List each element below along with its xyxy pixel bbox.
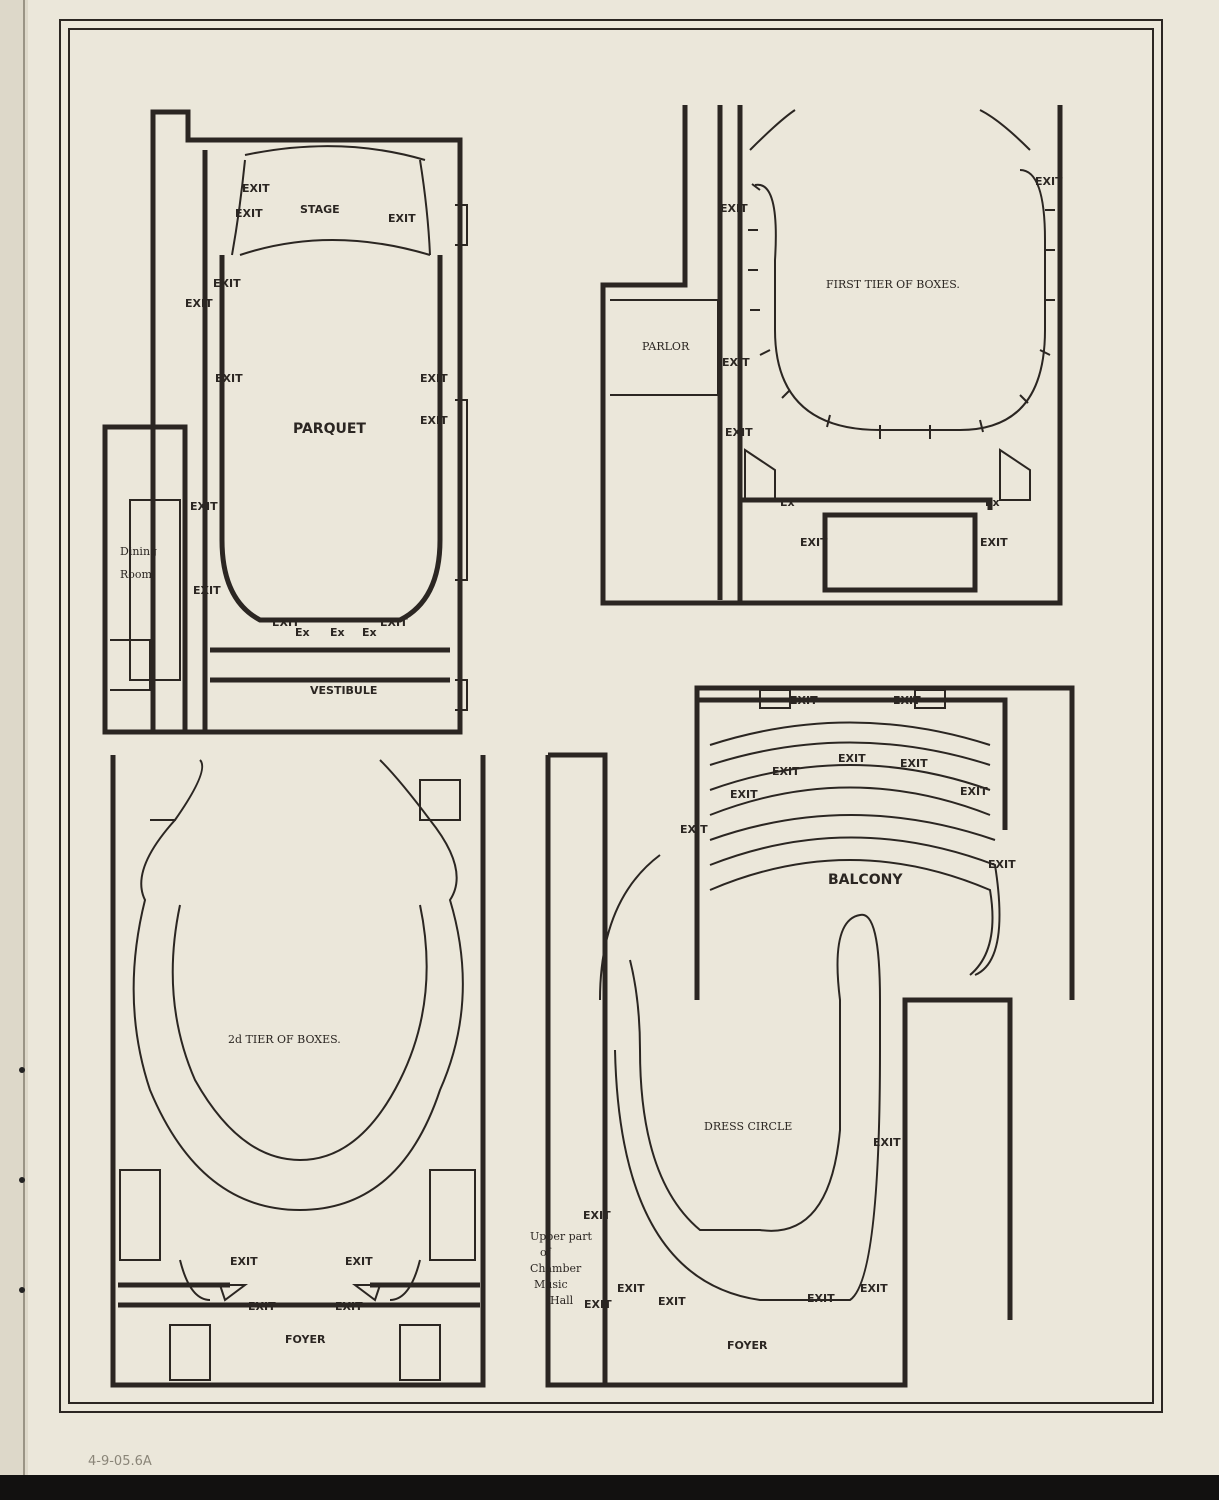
svg-text:EXIT: EXIT [420,414,448,427]
inner-border [68,28,1154,1404]
svg-text:EXIT: EXIT [190,500,218,513]
svg-text:EXIT: EXIT [893,694,921,707]
svg-text:EXIT: EXIT [617,1282,645,1295]
svg-text:EXIT: EXIT [725,426,753,439]
svg-text:EXIT: EXIT [658,1295,686,1308]
svg-text:EXIT: EXIT [420,372,448,385]
svg-text:EXIT: EXIT [215,372,243,385]
svg-text:EXIT: EXIT [900,757,928,770]
balcony-label: BALCONY [828,872,903,888]
svg-text:EXIT: EXIT [583,1209,611,1222]
svg-text:EXIT: EXIT [838,752,866,765]
svg-text:EXIT: EXIT [720,202,748,215]
svg-text:EXIT: EXIT [248,1300,276,1313]
svg-text:Music: Music [534,1278,568,1291]
vestibule-label: VESTIBULE [310,684,377,697]
svg-text:EXIT: EXIT [988,858,1016,871]
parquet-label: PARQUET [293,421,366,437]
dining-label: Dining [120,545,157,558]
svg-text:of: of [540,1246,552,1259]
svg-text:Ex: Ex [985,496,1000,509]
svg-text:EXIT: EXIT [272,616,300,629]
first-tier-label: FIRST TIER OF BOXES. [826,278,960,291]
foyer-label: FOYER [285,1333,326,1346]
exit-labels: EXIT EXIT EXIT EXIT EXIT EXIT Ex Ex [720,175,1063,549]
dress-circle-label: DRESS CIRCLE [704,1120,792,1133]
svg-text:EXIT: EXIT [1035,175,1063,188]
svg-text:EXIT: EXIT [800,536,828,549]
stage-label: STAGE [300,203,340,216]
svg-text:EXIT: EXIT [790,694,818,707]
dining-room-label: Room [120,568,153,581]
svg-text:Chamber: Chamber [530,1262,582,1275]
svg-text:Ex: Ex [362,626,377,639]
svg-text:EXIT: EXIT [960,785,988,798]
svg-text:EXIT: EXIT [242,182,270,195]
svg-text:EXIT: EXIT [335,1300,363,1313]
exit-labels: EXIT EXIT EXIT EXIT [230,1255,373,1313]
svg-text:Ex: Ex [295,626,310,639]
chamber-music-hall-label: Upper part of Chamber Music Hall [530,1230,592,1307]
svg-text:EXIT: EXIT [185,297,213,310]
svg-text:EXIT: EXIT [680,823,708,836]
svg-text:EXIT: EXIT [772,765,800,778]
svg-text:EXIT: EXIT [213,277,241,290]
svg-text:EXIT: EXIT [345,1255,373,1268]
balcony-plan: BALCONY DRESS CIRCLE FOYER Upper part of… [530,685,1075,1388]
svg-text:Ex: Ex [780,496,795,509]
svg-text:EXIT: EXIT [722,356,750,369]
svg-text:EXIT: EXIT [388,212,416,225]
first-tier-plan: FIRST TIER OF BOXES. PARLOR EXIT EXIT EXI… [600,105,1063,606]
svg-text:EXIT: EXIT [730,788,758,801]
exit-labels: EXIT EXIT EXIT EXIT EXIT EXIT EXIT EXIT EXIT… [583,694,1016,1311]
parquet-plan: STAGE PARQUET Dining Room VESTIBULE EXIT… [102,109,468,735]
second-tier-label: 2d TIER OF BOXES. [228,1033,341,1046]
svg-text:EXIT: EXIT [230,1255,258,1268]
handwritten-note: 4-9-05.6A [88,1454,152,1469]
svg-text:Hall: Hall [550,1294,574,1307]
svg-text:EXIT: EXIT [380,616,408,629]
svg-text:EXIT: EXIT [860,1282,888,1295]
svg-text:EXIT: EXIT [584,1298,612,1311]
parlor-label: PARLOR [642,340,690,353]
svg-text:Upper part: Upper part [530,1230,592,1243]
svg-text:EXIT: EXIT [873,1136,901,1149]
foyer-label: FOYER [727,1339,768,1352]
svg-text:EXIT: EXIT [235,207,263,220]
svg-text:EXIT: EXIT [193,584,221,597]
svg-text:Ex: Ex [330,626,345,639]
svg-text:EXIT: EXIT [980,536,1008,549]
outer-border [59,19,1163,1413]
svg-text:EXIT: EXIT [807,1292,835,1305]
